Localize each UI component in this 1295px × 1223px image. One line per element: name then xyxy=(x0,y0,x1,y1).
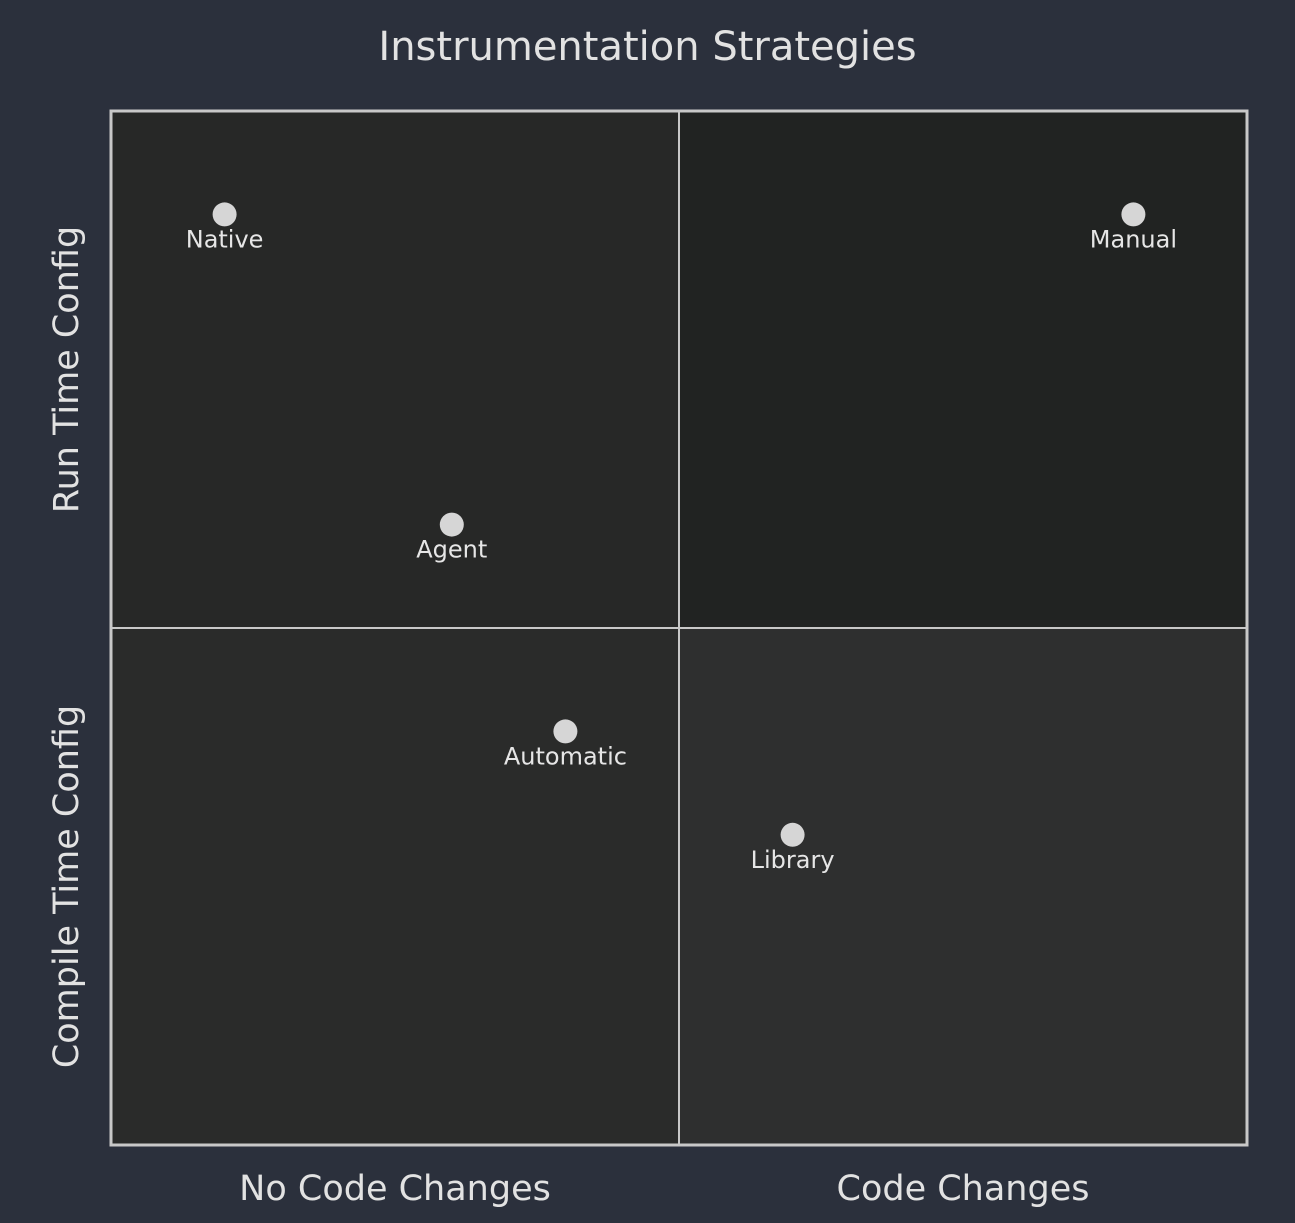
quadrant-bottom-right xyxy=(679,628,1247,1145)
point-automatic xyxy=(553,719,578,744)
quadrant-bottom-left xyxy=(111,628,679,1145)
quadrant-top-left xyxy=(111,111,679,628)
y-axis-low-label: Compile Time Config xyxy=(47,705,87,1068)
point-label-agent: Agent xyxy=(416,536,487,564)
point-label-manual: Manual xyxy=(1090,225,1177,253)
point-label-native: Native xyxy=(186,225,264,253)
x-axis-high-label: Code Changes xyxy=(837,1169,1090,1209)
plot-border xyxy=(109,109,1249,1147)
chart-title: Instrumentation Strategies xyxy=(378,24,916,70)
x-axis-low-label: No Code Changes xyxy=(239,1169,551,1209)
point-agent xyxy=(439,512,464,537)
quadrant-top-right xyxy=(679,111,1247,628)
point-label-automatic: Automatic xyxy=(504,742,627,770)
point-label-library: Library xyxy=(751,846,835,874)
point-native xyxy=(212,202,237,227)
y-axis-high-label: Run Time Config xyxy=(47,226,87,513)
point-library xyxy=(780,822,805,847)
point-manual xyxy=(1121,202,1146,227)
